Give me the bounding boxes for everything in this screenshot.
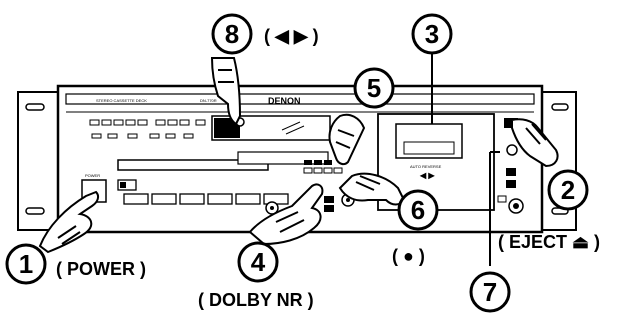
counter-display: [212, 116, 330, 140]
left-rack-ear: [18, 92, 58, 230]
callout-1-label: ( POWER ): [56, 259, 146, 279]
callout-7: 7: [471, 273, 509, 311]
model-number: DN-770R: [200, 98, 217, 103]
callout-2-number: 2: [561, 175, 575, 205]
power-switch-text: POWER: [85, 173, 100, 178]
callout-3-number: 3: [425, 19, 439, 49]
model-text: STEREO CASSETTE DECK: [96, 98, 147, 103]
callout-8: 8 ( ◀ ▶ ): [213, 15, 319, 53]
auto-reverse-label: AUTO REVERSE: [410, 164, 442, 169]
callout-3: 3: [413, 15, 451, 53]
callout-6-number: 6: [411, 195, 425, 225]
callout-4-label: ( DOLBY NR ): [198, 290, 314, 310]
callout-5-number: 5: [367, 73, 381, 103]
callout-1-number: 1: [19, 249, 33, 279]
callout-1: 1 ( POWER ): [7, 245, 146, 283]
callout-8-label: ( ◀ ▶ ): [264, 26, 319, 46]
callout-5: 5: [355, 69, 393, 107]
callout-2-label: ( EJECT ⏏ ): [498, 232, 600, 252]
callout-8-number: 8: [225, 19, 239, 49]
callout-4: 4 ( DOLBY NR ): [198, 243, 314, 310]
callout-4-number: 4: [251, 247, 266, 277]
brand-logo: DENON: [268, 96, 301, 106]
callout-6-label: ( ● ): [392, 246, 425, 266]
callout-7-number: 7: [483, 277, 497, 307]
deck-direction-arrows: ◀ ▶: [419, 171, 435, 180]
